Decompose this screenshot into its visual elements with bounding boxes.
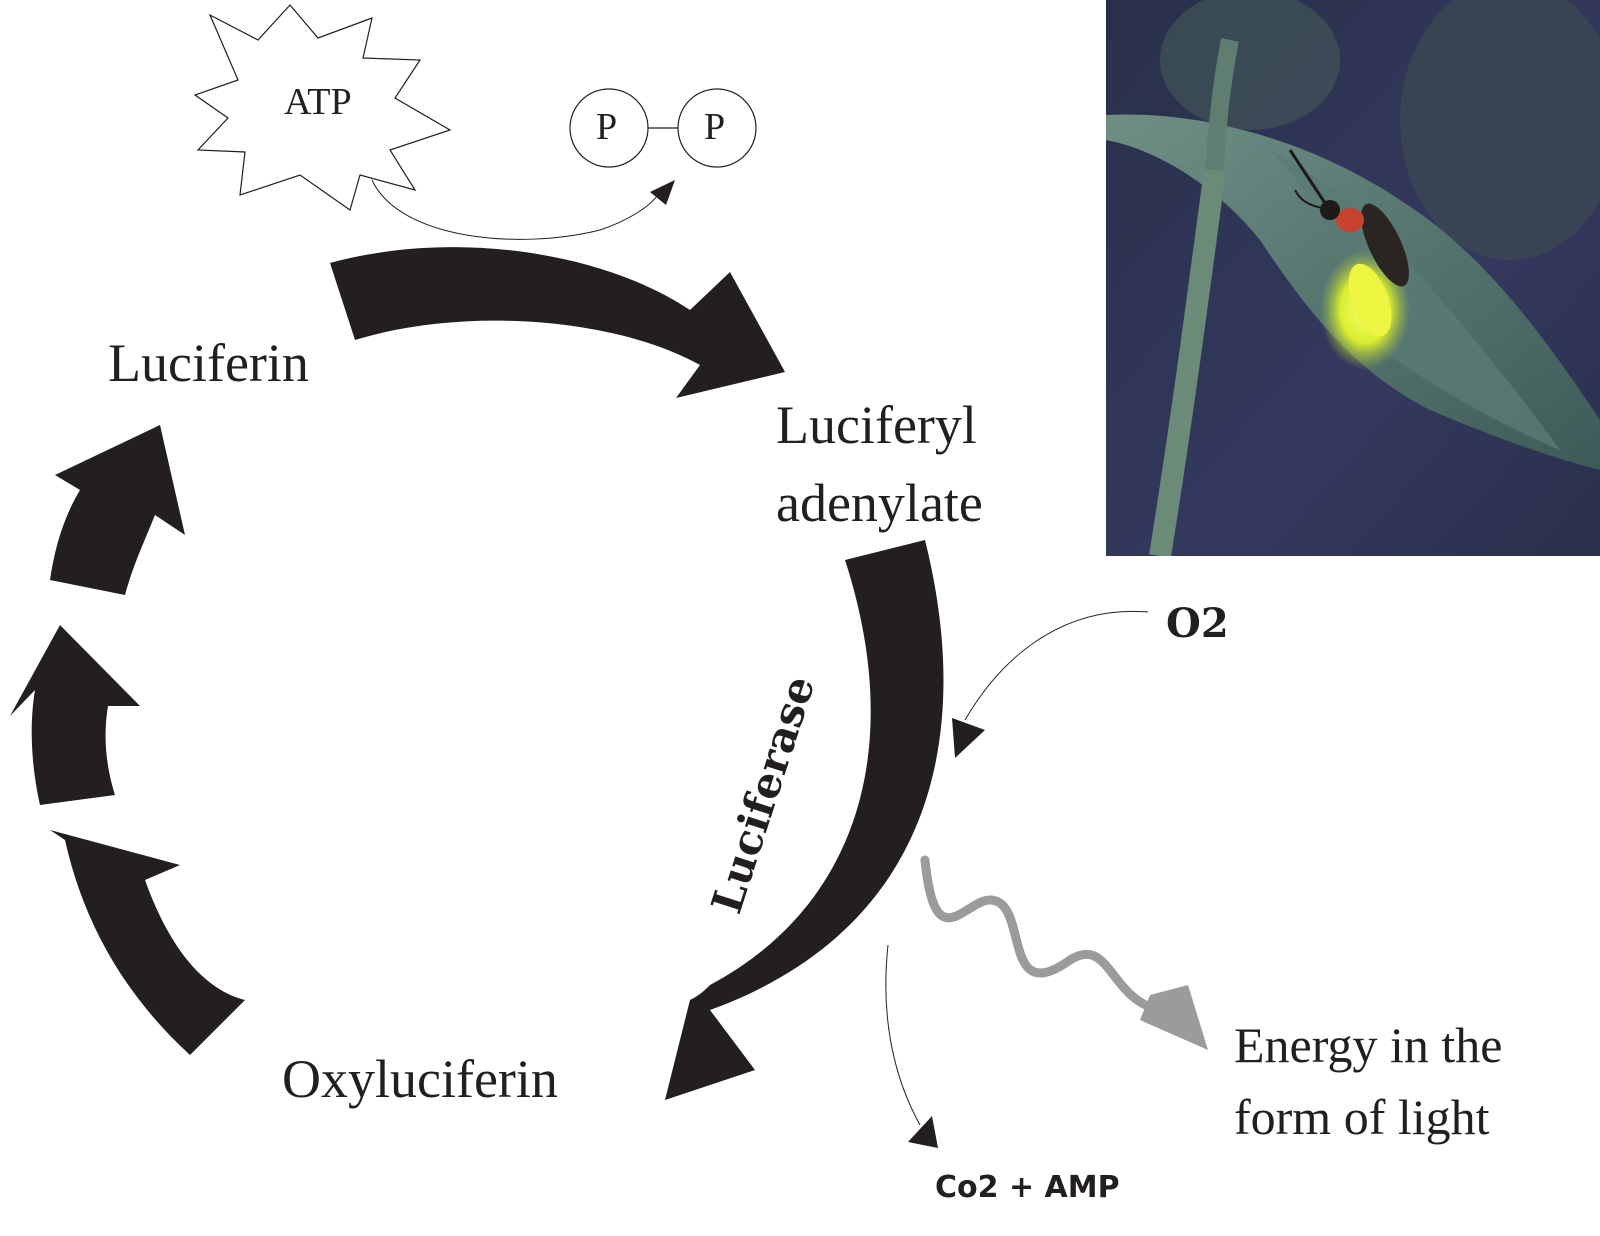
byproduct-output-arrowhead [908,1116,938,1148]
phosphate-label-2: P [704,106,726,148]
phosphate-label-1: P [596,106,618,148]
oxygen-input-arrow [964,610,1149,721]
arrow-return-3 [50,425,185,595]
phosphate-circle-2 [677,88,757,168]
luciferin-label: Luciferin [108,333,309,393]
light-wave-arrowhead [1140,985,1208,1050]
arrow-return-1 [50,830,245,1055]
oxygen-input-arrowhead [952,718,985,758]
luciferyl-adenylate-label-line2: adenylate [776,473,983,533]
atp-label: ATP [284,81,352,123]
byproducts-label: Co2 + AMP [935,1170,1120,1205]
light-wave [920,855,1165,1015]
luciferyl-adenylate-label-line1: Luciferyl [776,395,977,455]
cycle-arrows [10,247,944,1100]
light-energy-label-line1: Energy in the [1234,1017,1503,1073]
firefly-photo [1106,0,1600,556]
byproduct-output-arrow [885,944,921,1126]
oxygen-label: O2 [1166,600,1229,647]
oxyluciferin-label: Oxyluciferin [282,1049,558,1109]
arrow-return-2 [10,625,140,805]
arrow-adenylate-to-oxyluciferin [665,540,944,1100]
atp-release-arrow [371,179,661,240]
light-energy-label-line2: form of light [1234,1089,1490,1145]
atp-release-arrowhead [650,180,675,205]
atp-burst [193,4,452,211]
arrow-luciferin-to-adenylate [330,247,785,398]
